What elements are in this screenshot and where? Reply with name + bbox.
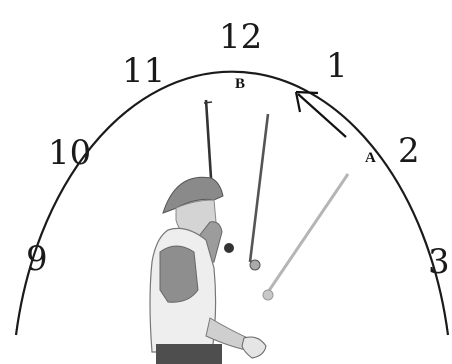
numeral-9: 9 [26, 239, 48, 279]
label-b: B [235, 76, 245, 92]
numeral-12: 12 [219, 17, 262, 57]
trousers [156, 344, 222, 364]
label-a: A [365, 150, 376, 166]
rod-position-forward [263, 174, 348, 300]
clock-face-arc [16, 72, 448, 335]
numeral-10: 10 [48, 133, 91, 173]
numeral-3: 3 [428, 242, 450, 282]
numeral-2: 2 [398, 131, 420, 171]
rod-position-middle [250, 114, 268, 270]
hand [242, 337, 266, 358]
fly-caster-figure [150, 177, 266, 364]
numeral-1: 1 [326, 46, 348, 86]
numeral-11: 11 [122, 51, 165, 91]
shirt-sleeve [160, 246, 198, 302]
